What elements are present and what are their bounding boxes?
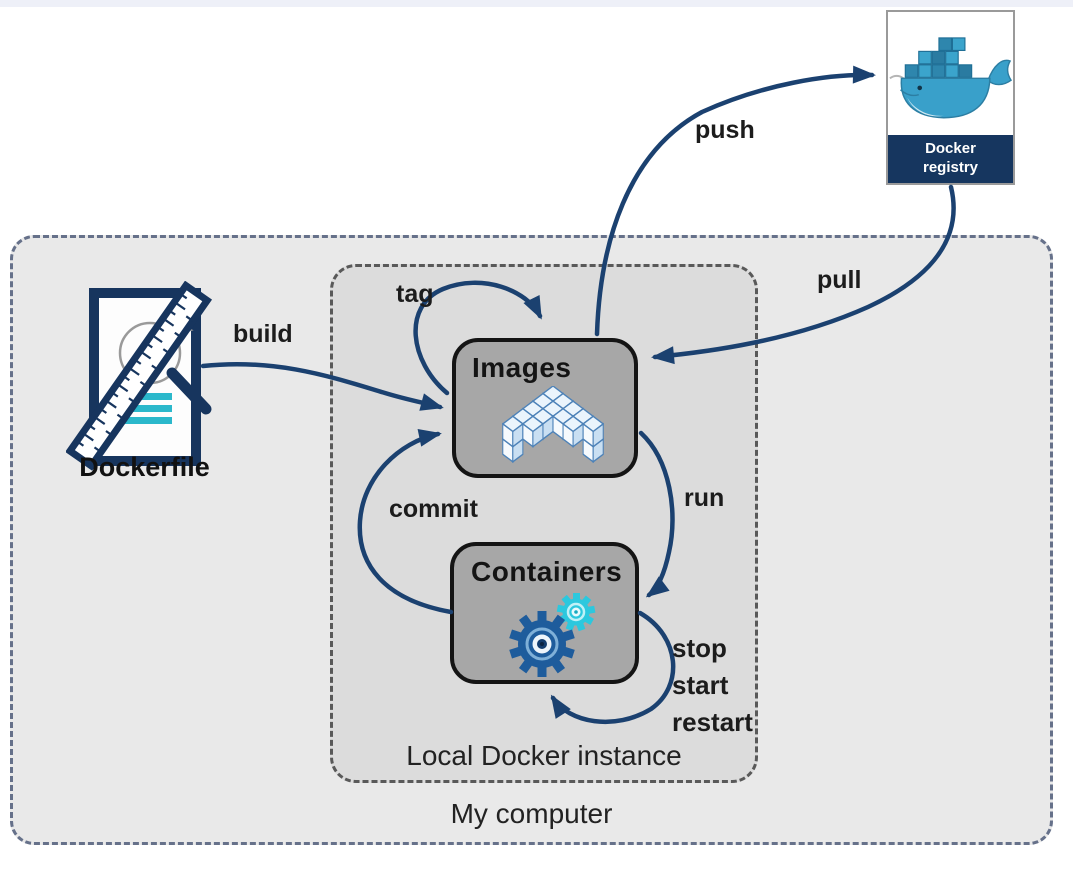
docker-registry-node: Docker registry — [886, 10, 1015, 185]
docker-whale-icon — [889, 37, 1013, 119]
containers-gears-icon — [509, 593, 596, 677]
registry-label-band: Docker registry — [888, 135, 1013, 183]
push-label: push — [695, 116, 755, 144]
images-node: Images — [452, 338, 638, 478]
page-top-strip — [0, 0, 1073, 7]
dockerfile-icon — [66, 281, 213, 471]
stop-start-restart-label: stop start restart — [672, 633, 753, 737]
containers-node: Containers — [450, 542, 639, 684]
build-label: build — [233, 320, 293, 348]
images-title: Images — [472, 352, 572, 383]
registry-label: Docker registry — [922, 140, 979, 176]
my-computer-label: My computer — [450, 798, 613, 829]
dockerfile-label: Dockerfile — [79, 452, 210, 482]
pull-label: pull — [817, 266, 862, 294]
tag-label: tag — [396, 280, 434, 308]
images-cubes-icon — [502, 386, 604, 463]
local-docker-instance-label: Local Docker instance — [406, 740, 682, 771]
containers-title: Containers — [471, 556, 623, 587]
run-label: run — [684, 484, 725, 512]
commit-label: commit — [389, 495, 478, 523]
